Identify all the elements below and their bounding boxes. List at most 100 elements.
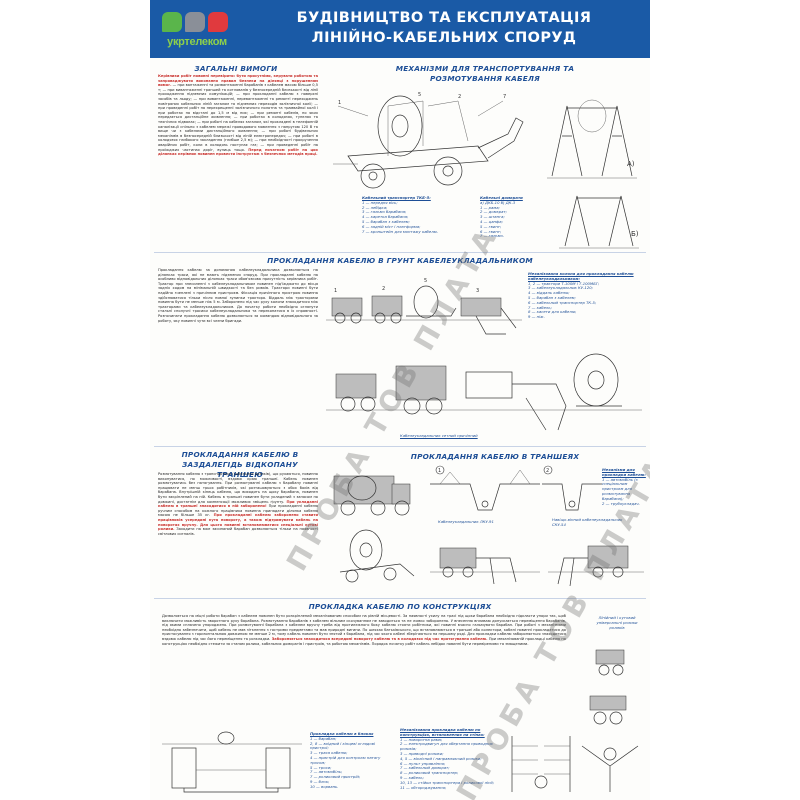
jack-label-a: А): [627, 160, 635, 168]
poster-title: БУДІВНИЦТВО ТА ЕКСПЛУАТАЦІЯ ЛІНІЙНО-КАБЕ…: [246, 8, 642, 48]
mech-struct-item: 4, 5 — віхлісний і направляючий ролики;: [400, 755, 482, 761]
section-title-ground: ПРОКЛАДАННЯ КАБЕЛЮ В ГРУНТ КАБЕЛЕУКЛАДАЛ…: [267, 256, 533, 265]
svg-text:2: 2: [382, 286, 385, 292]
block-laying-drawing: [162, 730, 302, 796]
plow-column-item: 3 — кабелеукладальник КУ-120;: [528, 285, 593, 291]
trench-mech-item: 2 — трубоукладач.: [602, 500, 640, 506]
rollers-caption: Лінійний і кутовий універсальні ролики р…: [596, 615, 638, 630]
drums-item: 10 — ворвань.: [310, 783, 339, 789]
block-laying-caption: Прокладка кабелю в блоках 1 — барабан; 2…: [310, 731, 390, 790]
trench-mech-caption: Механізми для прокладки кабелю: 1 — авто…: [602, 467, 646, 506]
plow-column-caption: Механізована колона для прокладання кабе…: [528, 271, 640, 320]
drums-item: 3 — траса кабелю;: [310, 750, 348, 756]
logo-bubble-gray-icon: [185, 12, 205, 32]
plow-column-item: 1, 2 — трактори Т-100М і Т-100МБГ;: [528, 280, 600, 286]
plow-column-item: 7 — кабель;: [528, 304, 552, 310]
vk-plow-drawing: [548, 536, 644, 590]
logo-bubble-green-icon: [162, 12, 182, 32]
drums-item: 4 — пристрій для контролю натягу тросом;: [310, 754, 381, 765]
drums-item: 1 — барабан;: [310, 735, 337, 741]
svg-text:5: 5: [424, 278, 427, 284]
mech-struct-title: Механізована прокладка кабелю по констру…: [400, 727, 485, 737]
mech-struct-item: 6 — пульт управління;: [400, 760, 446, 766]
trench-num-1: 1: [438, 468, 441, 474]
general-red-text-2: Перед початком робіт на цих ділянках кер…: [158, 147, 318, 157]
trench-open-text: Розмотування кабелю з транспортера (кабе…: [158, 472, 318, 596]
section-title-trench: ПРОКЛАДАННЯ КАБЕЛЮ В ТРАНШЕЯХ: [410, 452, 580, 461]
section-title-mechanisms: МЕХАНІЗМИ ДЛЯ ТРАНСПОРТУВАННЯ ТА РОЗМОТУ…: [395, 64, 575, 83]
drums-item: 9 — блок;: [310, 778, 330, 784]
divider: [154, 252, 646, 253]
structures-red-text: Забороняється знаходитися всередині пово…: [271, 636, 488, 641]
plow-column-item: 5 — барабан з кабелем;: [528, 294, 576, 300]
mech-struct-item: 3 — приводні ролики;: [400, 750, 444, 756]
tvk-item: 6 — задній міст і платформа;: [362, 223, 421, 229]
drums-item: 7 — роликовий пристрій;: [310, 774, 361, 780]
structures-body-2: При механізованій прокладці кабелю по ко…: [162, 636, 566, 646]
ku-plow-drawing: [430, 534, 540, 588]
trench-open-body: Розмотування кабелю з транспортера (кабе…: [158, 472, 318, 504]
svg-text:1: 1: [334, 288, 337, 294]
trench-section-drawing-2: 2: [542, 464, 602, 514]
drums-item: 5 — троси;: [310, 764, 332, 770]
plow-column-item: 6 — кабельний транспортер ТК-5;: [528, 299, 597, 305]
title-line-1: БУДІВНИЦТВО ТА ЕКСПЛУАТАЦІЯ: [296, 10, 592, 26]
mech-struct-item: 7 — кабельний домкрат;: [400, 765, 450, 771]
tvk-caption-title: Кабельний транспортер ТКБ-5:: [362, 195, 431, 200]
logo-bubble-red-icon: [208, 12, 228, 32]
divider: [154, 598, 646, 599]
ground-text: Прокладання кабелю за допомогою кабелеук…: [158, 268, 318, 323]
jacks-caption: Кабельні домкрати а) ДКБ-10 б) ДК-3 1 — …: [480, 195, 550, 239]
section-title-trench-open: ПРОКЛАДАННЯ КАБЕЛЮ В ЗАЗДАЛЕГІДЬ ВІДКОПА…: [181, 450, 299, 479]
cable-plow-drawing: [326, 344, 642, 436]
tvk-caption: Кабельний транспортер ТКБ-5: 1 — передня…: [362, 195, 482, 234]
trench-num-2: 2: [546, 468, 549, 474]
mech-struct-item: 9 — кабель;: [400, 774, 424, 780]
plow-column-item: 4 — віддаль кабелю;: [528, 290, 570, 296]
plow-column-title: Механізована колона для прокладання кабе…: [528, 271, 634, 281]
svg-text:5: 5: [418, 92, 421, 98]
ku-caption: Кабелеукладальник ЛКУ-91: [438, 519, 494, 524]
plow-column-item: 9 — ніж.: [528, 314, 545, 320]
section-title-general: ЗАГАЛЬНІ ВИМОГИ: [194, 64, 278, 73]
plow-column-item: 8 — касети для кабелю;: [528, 309, 577, 315]
trench-mech-item: 1 — автомобіль (з спеціальним пристроєм …: [602, 476, 638, 501]
trench-open-body-3: Заходити на вже засипаний барабан дозвол…: [158, 527, 318, 536]
trench-mech-title: Механізми для прокладки кабелю:: [602, 467, 646, 477]
drums-item: 2, 8 — вхідний і кінцеві оглядові пристр…: [310, 740, 376, 751]
mech-struct-item: 8 — роликовий транспортер;: [400, 770, 459, 776]
jacks-item: 6 — гвинт;: [480, 228, 502, 234]
general-requirements-text: Керівники робіт повинні перевірити: бути…: [158, 74, 318, 252]
trench-red-text-2: При прокладанні кабелю заборонено ставит…: [158, 513, 318, 532]
jacks-item: 1 — рама;: [480, 204, 500, 210]
trench-red-text: При укладанні кабелю в траншеї знаходити…: [158, 499, 318, 509]
cable-trailer-drawing: [330, 524, 420, 586]
mech-struct-item: 2 — електродвигун для обертання приводни…: [400, 741, 493, 752]
rollers-drawing: [576, 646, 646, 796]
logo-text: укртелеком: [167, 36, 227, 48]
mech-struct-item: 1 — поворотна рама;: [400, 736, 443, 742]
poster: укртелеком БУДІВНИЦТВО ТА ЕКСПЛУАТАЦІЯ Л…: [150, 0, 650, 800]
title-line-2: ЛІНІЙНО-КАБЕЛЬНИХ СПОРУД: [311, 30, 577, 46]
general-body-text: — при вантаженні та розвантаженні бараба…: [158, 83, 318, 152]
mech-struct-item: 10, 13 — стійки транспортера і роликової…: [400, 779, 494, 785]
jacks-caption-subtitle: а) ДКБ-10 б) ДК-3: [480, 199, 516, 205]
jacks-item: 4 — цапфа;: [480, 218, 503, 224]
plow-label: Кабелеукладальник сетний причіпний: [400, 433, 478, 438]
jacks-caption-title: Кабельні домкрати: [480, 195, 523, 200]
trench-open-body-2: При прокладанні кабелю ручним способом н…: [158, 504, 318, 518]
svg-text:7: 7: [503, 94, 506, 100]
structures-text: Дозволяється на міцні роботи барабан з к…: [162, 614, 566, 730]
wall-structure-drawing: [508, 732, 574, 796]
tvk-item: 5 — барабан з кабелем;: [362, 218, 410, 224]
drums-item: 7 — автомобіль;: [310, 769, 343, 775]
trench-section-drawing-1: 1: [430, 464, 540, 514]
tvk-item: 1 — передня вісь;: [362, 199, 398, 205]
vk-caption: Навіщо-вінний кабелеукладальник СКУ-54: [552, 517, 623, 527]
drums-caption-title: Прокладка кабелю в блоках: [310, 731, 374, 736]
tvk-item: 7 — кронштейн для монтажу кабелю.: [362, 228, 439, 234]
section-title-structures: ПРОКЛАДКА КАБЕЛЮ ПО КОНСТРУКЦІЯХ: [308, 602, 492, 611]
mech-struct-item: 11 — обгороджування;: [400, 784, 447, 790]
